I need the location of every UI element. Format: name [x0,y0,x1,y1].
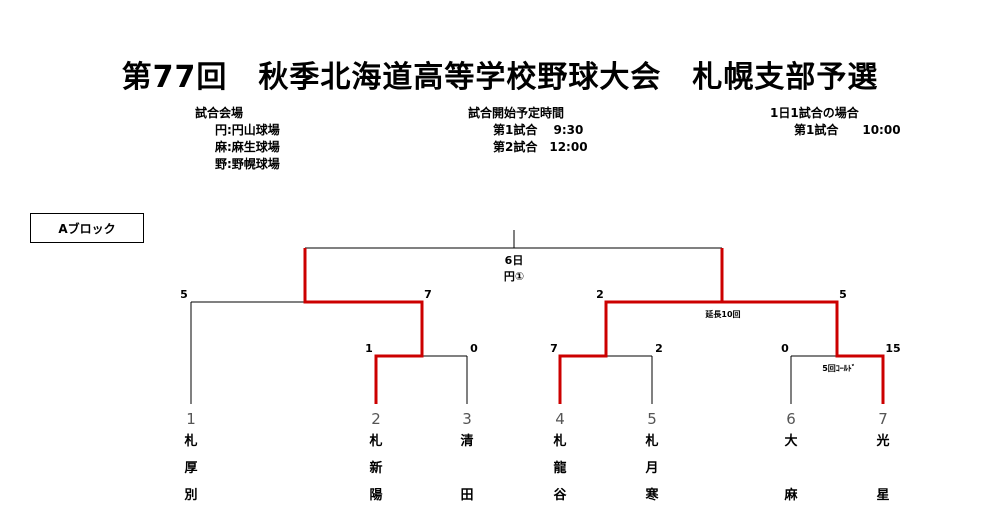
team-char [452,455,482,482]
team-number: 2 [371,410,381,428]
start-time-item: 第2試合 12:00 [493,140,588,154]
team-char: 札 [645,434,659,449]
score: 15 [885,342,900,355]
score: 1 [365,342,373,355]
score: 7 [424,288,432,301]
winner-path-left [303,248,424,404]
winner-path-right-b [722,300,885,404]
team-name-6: 大 麻 [776,428,806,509]
team-char: 星 [876,488,890,503]
extra-innings-note: 延長10回 [704,309,740,319]
page-title: 第77回 秋季北海道高等学校野球大会 札幌支部予選 [121,60,879,95]
team-char: 麻 [784,488,798,503]
team-char: 月 [645,461,659,476]
team-name-5: 札 月 寒 [637,428,667,509]
venue-item: 野:野幌球場 [215,157,280,171]
score: 5 [839,288,847,301]
team-number: 1 [186,410,196,428]
venue-item: 麻:麻生球場 [215,140,280,154]
team-name-4: 札 龍 谷 [545,428,575,509]
winner-path-right-a [558,248,724,404]
score: 2 [596,288,604,301]
team-char: 龍 [553,461,567,476]
venue-info: 試合会場 円:円山球場 麻:麻生球場 野:野幌球場 [195,105,280,173]
start-time-item: 第1試合 9:30 [493,123,584,137]
team-char: 厚 [184,461,198,476]
venue-heading: 試合会場 [195,106,244,120]
winner-path [303,248,885,404]
one-game-heading: 1日1試合の場合 [770,106,859,120]
team-char: 清 [460,434,474,449]
start-time-heading: 試合開始予定時間 [468,106,565,120]
team-char: 別 [184,488,198,503]
team-number: 7 [878,410,888,428]
team-name-2: 札 新 陽 [361,428,391,509]
team-char: 陽 [369,488,383,503]
score: 0 [470,342,478,355]
team-number: 6 [786,410,796,428]
block-label: Aブロック [30,213,144,243]
team-char: 新 [369,461,383,476]
one-game-info: 1日1試合の場合 第1試合 10:00 [770,105,901,139]
team-char [868,455,898,482]
score: 2 [655,342,663,355]
team-char: 田 [460,488,474,503]
called-game-note: 5回ｺｰﾙﾄﾞ [822,363,856,373]
final-date: 6日 [505,254,524,267]
venue-item: 円:円山球場 [215,123,280,137]
team-char: 札 [553,434,567,449]
start-time-info: 試合開始予定時間 第1試合 9:30 第2試合 12:00 [468,105,588,156]
team-number: 3 [462,410,472,428]
score: 0 [781,342,789,355]
team-number: 5 [647,410,657,428]
score: 5 [180,288,188,301]
team-char: 札 [184,434,198,449]
team-name-1: 札 厚 別 [176,428,206,509]
team-name-7: 光 星 [868,428,898,509]
team-char: 光 [876,434,890,449]
score: 7 [550,342,558,355]
team-number: 4 [555,410,565,428]
team-char: 谷 [553,488,567,503]
team-char: 大 [784,434,798,449]
team-name-3: 清 田 [452,428,482,509]
one-game-item: 第1試合 10:00 [794,123,901,137]
team-char [776,455,806,482]
team-char: 寒 [645,488,659,503]
team-char: 札 [369,434,383,449]
final-venue: 円① [504,270,524,283]
